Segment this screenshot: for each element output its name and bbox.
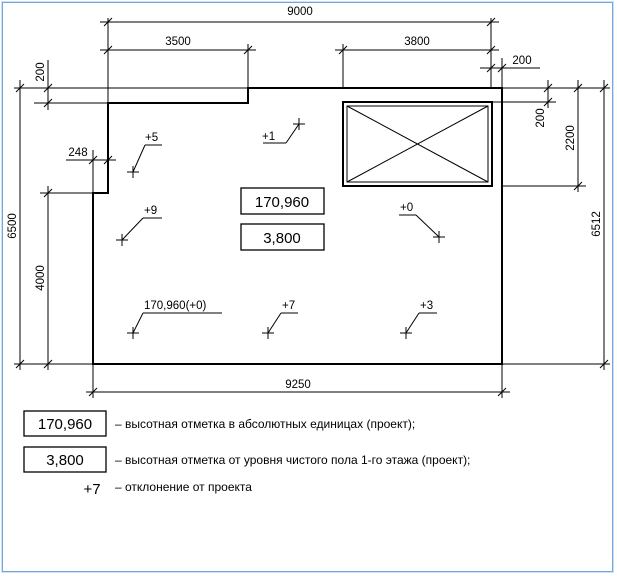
image-frame — [2, 2, 613, 572]
legend-text-absolute: – высотная отметка в абсолютных единицах… — [115, 417, 415, 431]
legend-symbol-deviation: +7 — [83, 481, 100, 498]
dim-right-200: 200 — [535, 108, 547, 127]
building-outline — [92, 87, 503, 365]
absolute-elevation-value: 170,960 — [255, 194, 309, 211]
dimension-lines-top — [100, 17, 540, 103]
absolute-elevation-box — [240, 187, 325, 215]
deviation-mark-symbols — [116, 118, 445, 339]
legend-text-relative: – высотная отметка от уровня чистого пол… — [115, 453, 470, 467]
dimension-lines-left — [14, 60, 248, 370]
opening-cross-line-2 — [346, 105, 489, 183]
opening-rectangle — [342, 101, 493, 187]
deviation-mark-2: +1 — [262, 131, 275, 143]
dim-height-right: 6512 — [591, 211, 603, 237]
dimension-lines-right — [492, 80, 610, 370]
dim-height-left: 6500 — [7, 213, 19, 239]
legend-symbol-relative: 3,800 — [46, 452, 84, 469]
dimension-lines-bottom — [86, 364, 510, 398]
deviation-mark-7: +3 — [420, 300, 433, 312]
deviation-mark-5: 170,960(+0) — [144, 300, 207, 312]
deviation-mark-4: +0 — [400, 202, 413, 214]
dim-left-block: 3500 — [165, 36, 191, 48]
legend-symbol-absolute: 170,960 — [38, 416, 92, 433]
dim-overall-width: 9000 — [287, 6, 313, 18]
dim-right-offset: 200 — [512, 55, 531, 67]
relative-elevation-box — [240, 223, 325, 251]
opening-inner-rectangle — [346, 105, 489, 183]
dim-right-2200: 2200 — [565, 125, 577, 151]
legend-text-deviation: – отклонение от проекта — [115, 480, 252, 494]
dim-left-top-offset: 200 — [35, 62, 47, 81]
dim-right-block: 3800 — [404, 36, 430, 48]
legend-relative-box — [23, 446, 107, 473]
dim-height-4000: 4000 — [35, 265, 47, 291]
legend-absolute-box — [23, 410, 107, 437]
dim-notch: 248 — [68, 147, 87, 159]
deviation-mark-6: +7 — [282, 300, 295, 312]
dim-bottom-width: 9250 — [285, 379, 311, 391]
deviation-mark-3: +9 — [144, 205, 157, 217]
deviation-mark-1: +5 — [145, 132, 158, 144]
relative-elevation-value: 3,800 — [263, 230, 301, 247]
